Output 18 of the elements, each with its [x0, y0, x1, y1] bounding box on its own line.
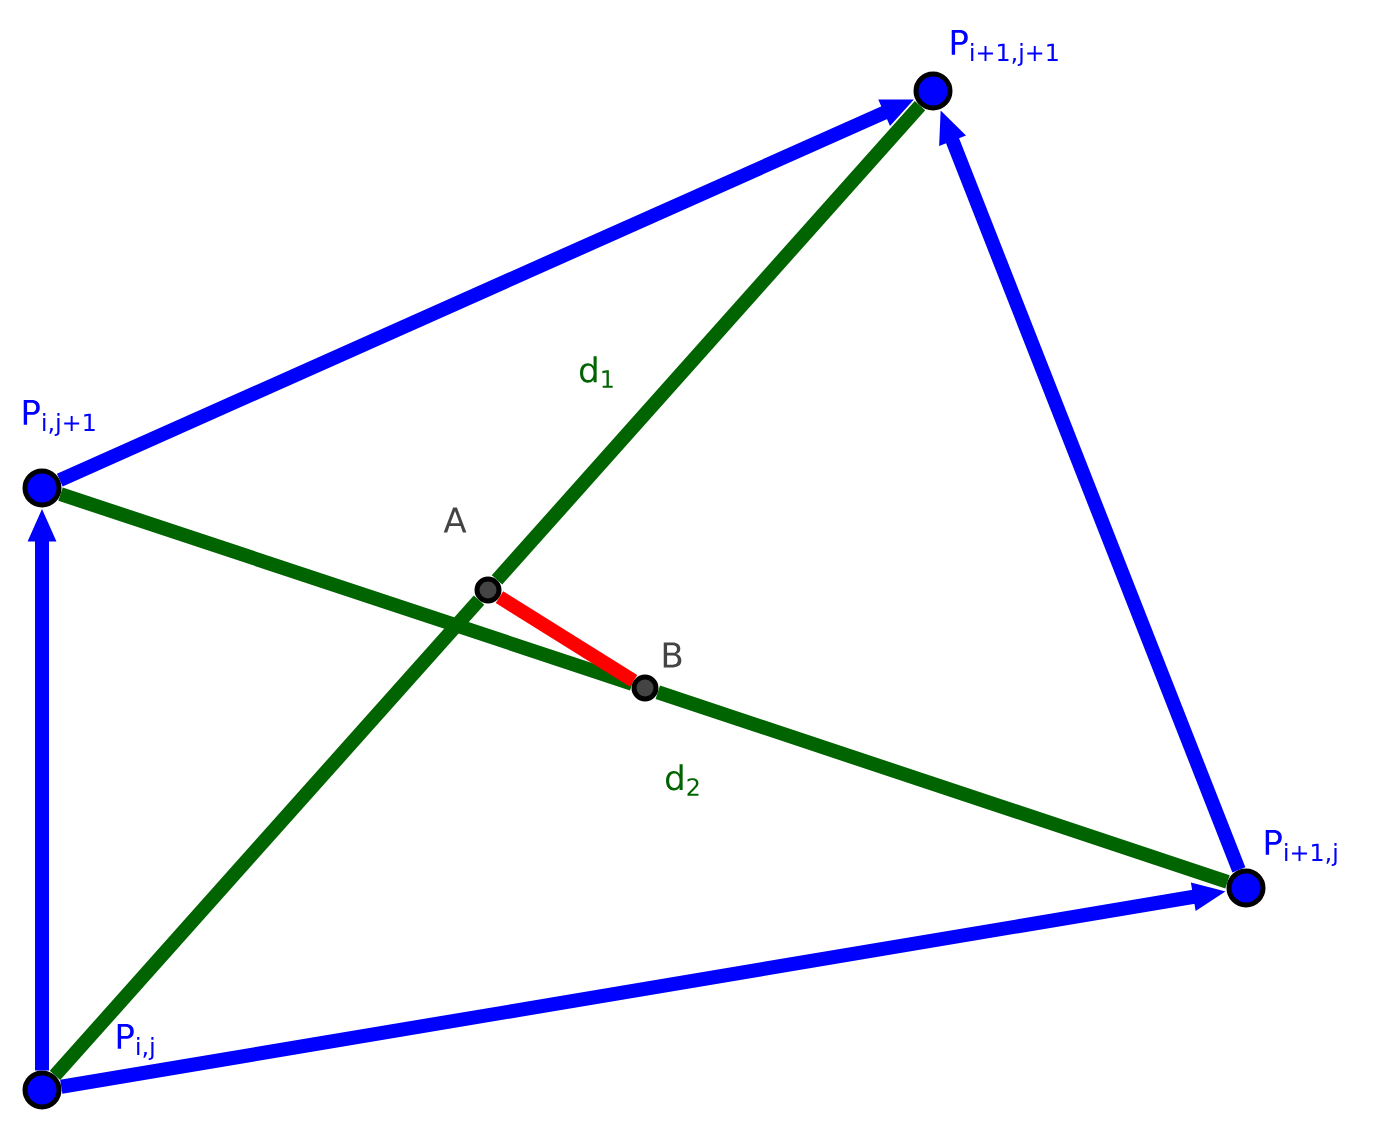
point-label: P$_{i+1,j}$ — [1260, 828, 1342, 868]
line — [655, 685, 1230, 889]
point-label: A — [441, 505, 469, 535]
point — [913, 71, 953, 111]
line — [58, 487, 635, 691]
edge-label: d$_{2}$ — [660, 760, 706, 800]
point-label: P$_{i,j}$ — [112, 1022, 159, 1062]
point — [1226, 868, 1266, 908]
line — [495, 591, 638, 687]
edge-label: d$_{1}$ — [574, 352, 620, 392]
point — [474, 576, 502, 604]
point-label: P$_{i+1,j+1}$ — [946, 28, 1063, 68]
point-label: B — [658, 640, 686, 670]
point-label: P$_{i,j+1}$ — [18, 398, 100, 438]
point — [631, 674, 659, 702]
line — [49, 595, 485, 1081]
point — [22, 1070, 62, 1110]
point — [22, 468, 62, 508]
